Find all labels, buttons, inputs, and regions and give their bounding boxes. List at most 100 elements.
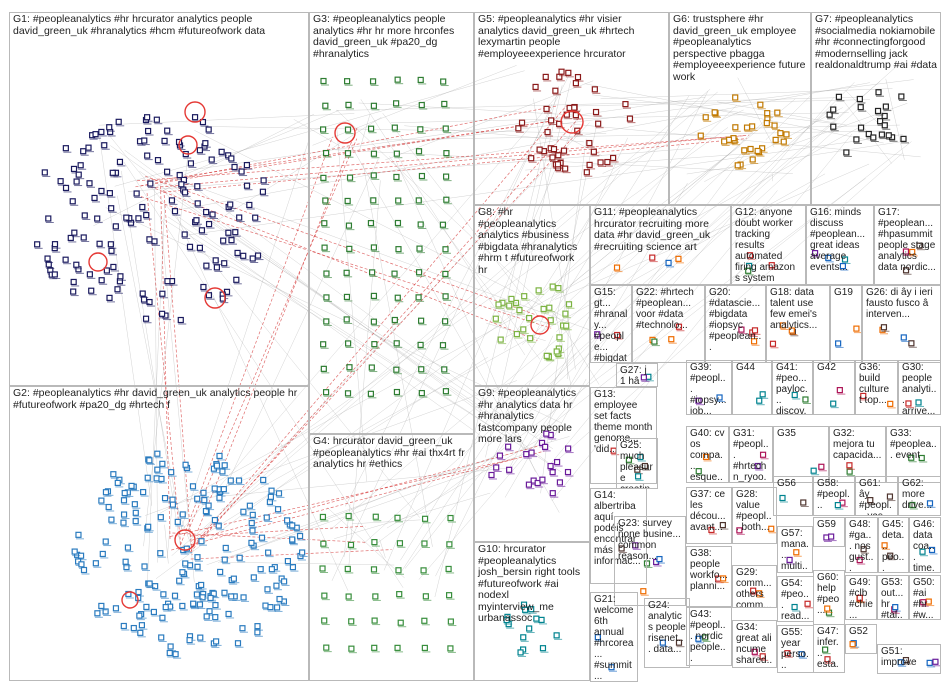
group-box-g18: G18: data talent use few emei's analytic… (766, 285, 830, 363)
group-box-g26: G26: di ây i ieri fausto fusco â interve… (862, 285, 941, 363)
group-box-g41: G41: #peo... payloc... discov... (772, 360, 813, 415)
group-label-g38: G38: people workfo... planni... (690, 548, 728, 592)
edge (93, 113, 315, 227)
group-box-g49: G49: #clb #chie... (845, 575, 877, 620)
group-box-g58: G58: #peopl... (813, 476, 855, 516)
edge (177, 96, 706, 173)
group-label-g32: G32: mejora tu capacida... (833, 428, 882, 461)
vertex (121, 489, 128, 497)
vertex (886, 493, 894, 500)
vertex (62, 256, 69, 263)
vertex (746, 252, 754, 259)
vertex (221, 589, 228, 596)
group-box-g7: G7: #peopleanalytics #socialmedia nokiam… (811, 12, 941, 205)
group-box-g24: G24: analytics people risenet... data... (644, 598, 690, 668)
vertex (916, 242, 923, 249)
group-label-g54: G54: #peo... read... (781, 578, 810, 622)
vertex (322, 149, 330, 157)
vertex (391, 124, 398, 131)
vertex (367, 390, 374, 397)
edge (221, 173, 826, 510)
group-box-g51: G51: improve (877, 644, 941, 674)
vertex (856, 594, 863, 601)
group-label-g33: G33: #peoplea... event (890, 428, 937, 461)
vertex (141, 563, 148, 570)
vertex (574, 73, 582, 81)
vertex (69, 198, 76, 205)
group-box-g14: G14: albertriba aquí podéis encontrar má… (590, 488, 647, 584)
vertex (34, 241, 41, 248)
group-label-g14: G14: albertriba aquí podéis encontrar má… (594, 490, 641, 567)
group-label-g51: G51: improve (881, 646, 917, 668)
vertex (154, 450, 161, 457)
vertex (289, 522, 296, 529)
vertex (736, 527, 743, 534)
group-label-g8: G8: #hr #peopleanalytics analytics #busi… (478, 206, 578, 276)
vertex (177, 316, 184, 324)
vertex (769, 340, 777, 347)
vertex (108, 205, 115, 212)
vertex (158, 310, 166, 317)
vertex (908, 340, 915, 347)
vertex (221, 260, 228, 267)
group-box-g11: G11: #peopleanalytics hrcurator recruiti… (590, 205, 731, 285)
group-box-g38: G38: people workfo... planni... (686, 546, 732, 607)
vertex (446, 541, 453, 548)
vertex (144, 127, 152, 135)
vertex (780, 138, 787, 145)
vertex (252, 214, 259, 221)
vertex (503, 616, 510, 624)
group-box-g32: G32: mejora tu capacida... (829, 426, 886, 483)
vertex (745, 267, 752, 274)
vertex (552, 87, 559, 94)
vertex (257, 566, 264, 573)
edge (554, 163, 870, 300)
group-label-g56: G56 (777, 478, 796, 489)
vertex (319, 565, 326, 572)
vertex (393, 366, 400, 373)
group-label-g46: G46: data coa... time... (913, 519, 935, 573)
vertex (168, 469, 175, 476)
vertex (212, 602, 219, 609)
vertex (146, 457, 153, 464)
group-box-g4: G4: hrcurator david_green_uk #peopleanal… (309, 434, 474, 681)
vertex (143, 211, 150, 219)
edge (163, 218, 514, 442)
vertex (139, 203, 146, 211)
vertex (273, 604, 281, 611)
edge (174, 93, 559, 540)
vertex (268, 487, 275, 494)
vertex (140, 296, 148, 303)
vertex (556, 479, 564, 486)
vertex (418, 366, 425, 373)
group-box-g9: G9: #peopleanalytics #hr analytics data … (474, 386, 590, 542)
vertex (756, 397, 763, 404)
vertex (220, 486, 227, 493)
edge (178, 140, 309, 537)
vertex (791, 391, 798, 399)
group-box-g53: G53: out... hr #tal... (877, 575, 909, 620)
vertex (80, 566, 88, 574)
vertex (182, 461, 189, 468)
edge (418, 97, 834, 580)
group-box-g31: G31: #peopl... #hrtech n_ryoo... (729, 426, 773, 483)
vertex (299, 549, 306, 556)
vertex (594, 331, 601, 338)
self-loop (88, 252, 108, 272)
vertex (393, 388, 401, 396)
vertex (439, 221, 447, 228)
group-box-g48: G48: #ga... nos gust... (845, 517, 878, 573)
vertex (106, 124, 113, 131)
vertex (236, 214, 243, 221)
vertex (526, 314, 533, 322)
vertex (553, 632, 560, 639)
vertex (768, 525, 775, 532)
edge (336, 109, 563, 323)
vertex (122, 558, 129, 565)
group-box-g8: G8: #hr #peopleanalytics analytics #busi… (474, 205, 590, 386)
vertex (550, 146, 558, 153)
group-label-g60: G60: help #peo... (817, 572, 840, 616)
vertex (114, 479, 121, 487)
vertex (556, 334, 563, 341)
group-box-g3: G3: #peopleanalytics people analytics #h… (309, 12, 474, 434)
